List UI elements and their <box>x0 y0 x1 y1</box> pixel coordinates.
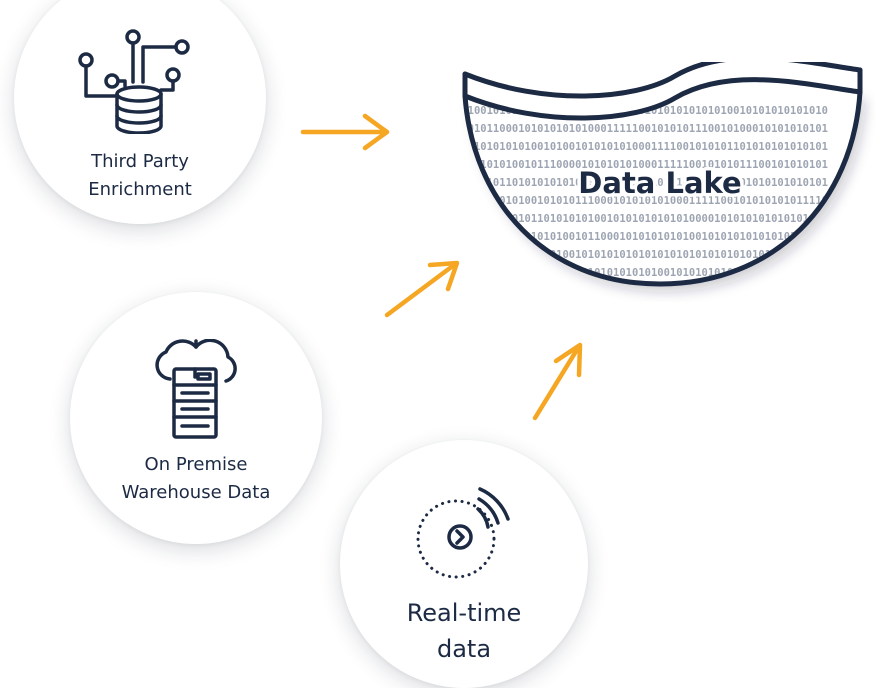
svg-text:101010101001011100001010101010: 1010101010010111000010101010100011111001… <box>455 159 828 171</box>
arrow-real-time-to-lake <box>532 342 583 421</box>
arrow-on-premise-to-lake <box>384 260 460 318</box>
svg-text:101010101010101010010110001010: 1010101010101010100101100010101010101001… <box>455 231 828 243</box>
source-third-party-enrichment: Third Party Enrichment <box>14 0 266 224</box>
source-label: Third Party Enrichment <box>88 151 192 200</box>
svg-text:101010101010101010100101010101: 1010101010101010101001010101010100101010… <box>455 267 828 279</box>
svg-text:010101001010110101010100101010: 0101010010101101010101001010101010101000… <box>455 213 828 225</box>
stream-broadcast-icon <box>416 487 510 579</box>
source-real-time-data: Real-time data <box>340 440 588 688</box>
svg-text:010101010010101010101010101010: 0101010100101010101010101010101010101010… <box>455 285 828 297</box>
source-on-premise-warehouse-data: On Premise Warehouse Data <box>70 292 322 544</box>
source-label: Real-time data <box>406 599 522 663</box>
svg-text:100101100010101010101000111110: 1001011000101010101010001111100101010111… <box>455 123 828 135</box>
server-cloud-icon <box>155 339 237 439</box>
svg-text:101010101010010101011100010101: 1010101010100101010111000101010101000111… <box>455 195 828 207</box>
data-lake: 1010010101010101010000011010101010101010… <box>455 62 863 297</box>
binary-texture: 1010010101010101010000011010101010101010… <box>455 105 828 297</box>
data-lake-title: Data Lake <box>578 166 741 200</box>
svg-text:110101010101001010010101010100: 1101010101010010100101010101000111100101… <box>455 141 828 153</box>
source-label: On Premise Warehouse Data <box>121 454 271 503</box>
database-network-icon <box>78 29 190 134</box>
svg-text:010101011010101010101001010101: 0101010110101010101010010101010101010010… <box>455 177 828 189</box>
arrow-third-party-to-lake <box>300 113 390 151</box>
